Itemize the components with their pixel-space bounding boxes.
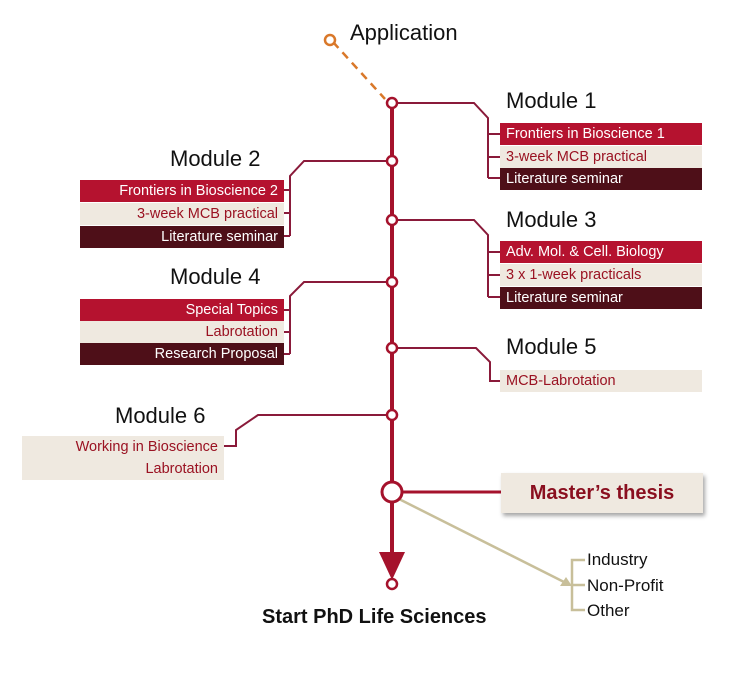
module-1-title: Module 1 — [506, 88, 597, 113]
phd-node — [385, 577, 399, 591]
masters-thesis-box: Master’s thesis — [501, 473, 703, 513]
module-2-item-2: 3-week MCB practical — [80, 203, 284, 225]
module-5-node — [385, 341, 399, 355]
module-3-item-3: Literature seminar — [500, 287, 702, 309]
module-6-connector — [224, 414, 392, 447]
module-3-node — [385, 213, 399, 227]
module-5-connector — [392, 347, 500, 382]
module-1-connector — [392, 102, 489, 178]
module-6-item-1: Working in Bioscience — [22, 436, 224, 458]
phd-label: Start PhD Life Sciences — [262, 606, 487, 628]
module-1-item-1: Frontiers in Bioscience 1 — [500, 123, 702, 145]
module-4-node — [385, 275, 399, 289]
module-6-item-2: Labrotation — [22, 458, 224, 480]
module-3-item-2: 3 x 1-week practicals — [500, 264, 702, 286]
outcome-arrowhead — [560, 577, 572, 586]
module-4-title: Module 4 — [170, 264, 261, 289]
module-5-item-1: MCB-Labrotation — [500, 370, 702, 392]
outcome-non-profit: Non-Profit — [587, 576, 664, 595]
module-2-node — [385, 154, 399, 168]
module-6-node — [385, 408, 399, 422]
module-4-item-1: Special Topics — [80, 299, 284, 321]
module-4-item-3: Research Proposal — [80, 343, 284, 365]
module-5-title: Module 5 — [506, 334, 597, 359]
outcome-link — [398, 497, 567, 585]
module-3-item-1: Adv. Mol. & Cell. Biology — [500, 241, 702, 263]
module-6-title: Module 6 — [115, 403, 206, 428]
spine-arrowhead — [379, 552, 405, 580]
module-2-item-3: Literature seminar — [80, 226, 284, 248]
thesis-node — [380, 480, 404, 504]
application-label: Application — [350, 20, 458, 45]
module-4-connector — [289, 281, 392, 354]
outcome-other: Other — [587, 601, 630, 620]
module-3-title: Module 3 — [506, 207, 597, 232]
outcome-bracket — [570, 558, 585, 612]
application-node — [323, 33, 337, 47]
module-2-title: Module 2 — [170, 146, 261, 171]
module-1-node — [385, 96, 399, 110]
module-1-item-2: 3-week MCB practical — [500, 146, 702, 168]
module-4-item-2: Labrotation — [80, 321, 284, 343]
module-3-connector — [392, 219, 489, 297]
module-2-connector — [289, 160, 392, 236]
module-1-item-3: Literature seminar — [500, 168, 702, 190]
application-link — [332, 41, 386, 100]
outcome-industry: Industry — [587, 550, 648, 569]
module-2-item-1: Frontiers in Bioscience 2 — [80, 180, 284, 202]
